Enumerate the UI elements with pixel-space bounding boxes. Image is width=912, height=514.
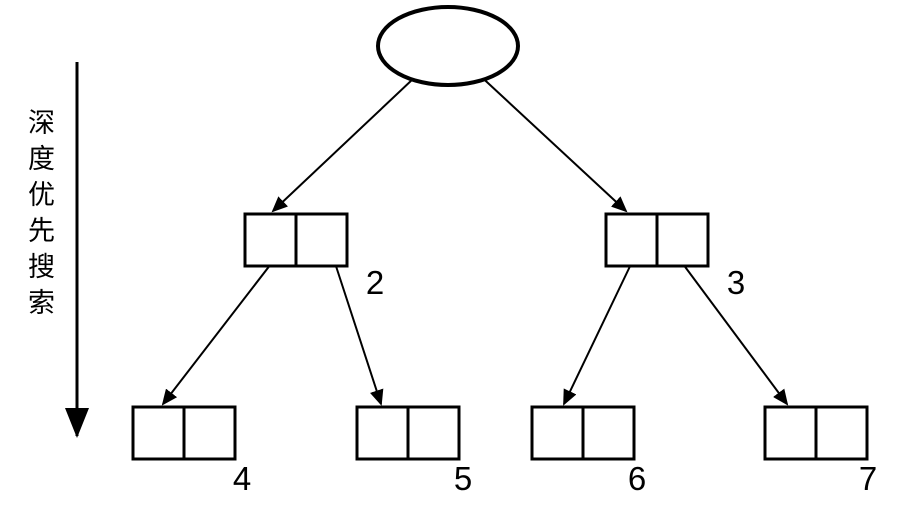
edge-node-2-to-node-4 <box>161 259 275 406</box>
node-3: 3 <box>604 212 745 301</box>
node-5-label: 5 <box>454 460 472 497</box>
node-2: 2 <box>243 212 384 301</box>
edge-node-2-to-node-5 <box>333 259 384 406</box>
node-2-label: 2 <box>366 264 384 301</box>
node-6: 6 <box>530 405 646 497</box>
node-5: 5 <box>355 405 472 497</box>
node-6-label: 6 <box>628 460 646 497</box>
node-7: 7 <box>763 405 877 497</box>
dfs-caption-vertical-text: 深度优先搜索 <box>24 108 54 324</box>
root-ellipse <box>376 5 520 87</box>
edge-node-3-to-node-7 <box>679 259 789 406</box>
node-4: 4 <box>131 405 251 497</box>
node-7-label: 7 <box>859 460 877 497</box>
root-node <box>376 5 520 87</box>
node-3-label: 3 <box>727 264 745 301</box>
edge-node-3-to-node-6 <box>563 259 634 406</box>
node-4-label: 4 <box>233 460 251 497</box>
